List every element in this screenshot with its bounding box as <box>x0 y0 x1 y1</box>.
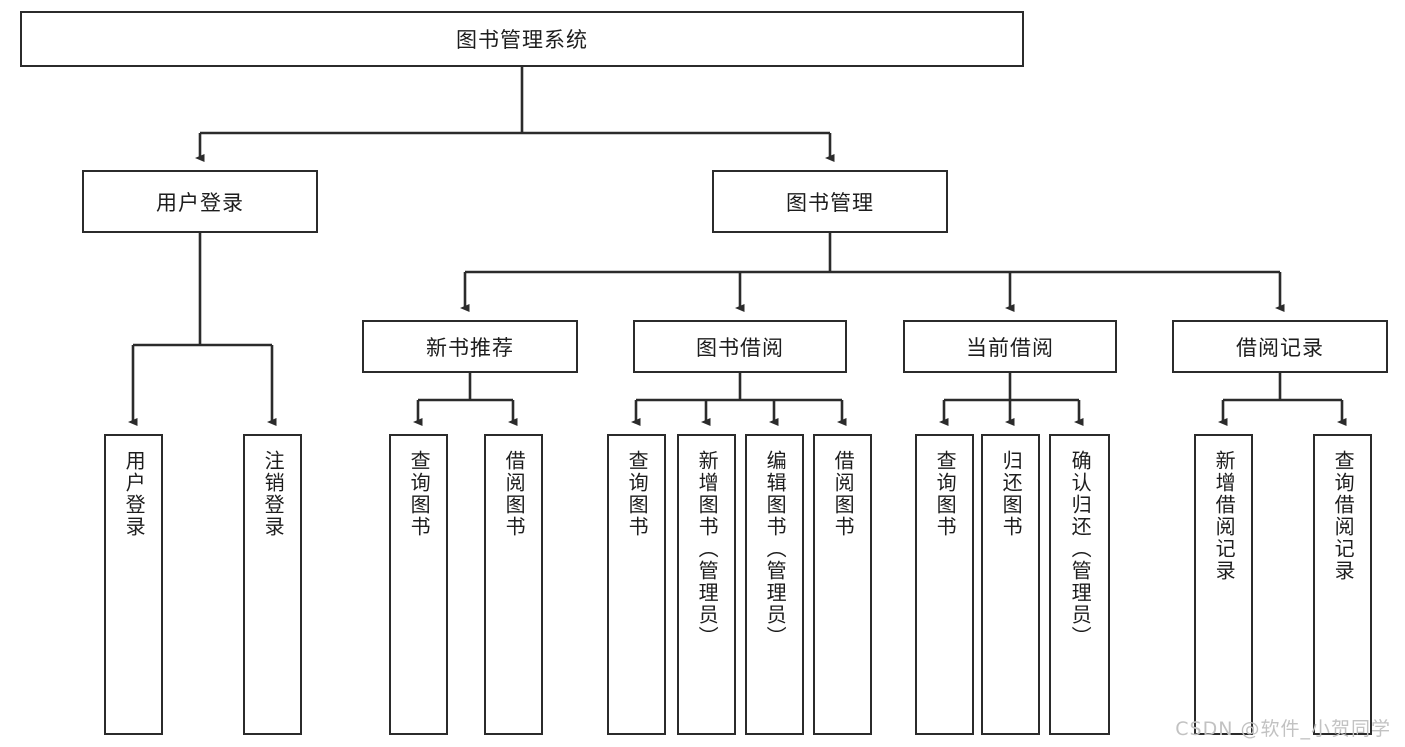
node-new-book-recommendation[interactable]: 新书推荐 <box>362 320 578 373</box>
node-label: 注销登录 <box>261 450 286 538</box>
node-label: 借阅图书 <box>831 450 856 538</box>
leaf-edit-book-admin[interactable]: 编辑图书（管理员） <box>745 434 804 735</box>
leaf-logout[interactable]: 注销登录 <box>243 434 302 735</box>
node-label: 新增借阅记录 <box>1212 450 1237 582</box>
leaf-query-books-current[interactable]: 查询图书 <box>915 434 974 735</box>
node-label: 查询图书 <box>625 450 650 538</box>
node-label: 借阅记录 <box>1236 335 1324 360</box>
node-label: 新书推荐 <box>426 335 514 360</box>
leaf-borrow-books-borrowing[interactable]: 借阅图书 <box>813 434 872 735</box>
leaf-query-borrowing-record[interactable]: 查询借阅记录 <box>1313 434 1372 735</box>
node-label: 确认归还（管理员） <box>1068 450 1093 648</box>
node-label: 新增图书（管理员） <box>695 450 720 648</box>
csdn-watermark: CSDN @软件_小贺同学 <box>1175 718 1391 740</box>
node-label: 用户登录 <box>122 450 147 538</box>
node-book-borrowing[interactable]: 图书借阅 <box>633 320 847 373</box>
leaf-query-books-borrowing[interactable]: 查询图书 <box>607 434 666 735</box>
node-label: 当前借阅 <box>966 335 1054 360</box>
node-label: 编辑图书（管理员） <box>763 450 788 648</box>
node-label: 查询借阅记录 <box>1331 450 1356 582</box>
leaf-add-book-admin[interactable]: 新增图书（管理员） <box>677 434 736 735</box>
node-book-management[interactable]: 图书管理 <box>712 170 948 233</box>
leaf-confirm-return-admin[interactable]: 确认归还（管理员） <box>1049 434 1110 735</box>
leaf-borrow-books-recommendation[interactable]: 借阅图书 <box>484 434 543 735</box>
leaf-user-login[interactable]: 用户登录 <box>104 434 163 735</box>
leaf-return-books[interactable]: 归还图书 <box>981 434 1040 735</box>
node-label: 借阅图书 <box>502 450 527 538</box>
leaf-query-books-recommendation[interactable]: 查询图书 <box>389 434 448 735</box>
node-root-book-management-system[interactable]: 图书管理系统 <box>20 11 1024 67</box>
leaf-add-borrowing-record[interactable]: 新增借阅记录 <box>1194 434 1253 735</box>
node-user-login[interactable]: 用户登录 <box>82 170 318 233</box>
node-current-borrowing[interactable]: 当前借阅 <box>903 320 1117 373</box>
node-label: 图书管理 <box>786 190 874 215</box>
node-label: 图书管理系统 <box>456 28 588 52</box>
node-label: 用户登录 <box>156 190 244 215</box>
node-label: 图书借阅 <box>696 335 784 360</box>
node-label: 归还图书 <box>999 450 1024 538</box>
node-label: 查询图书 <box>407 450 432 538</box>
node-borrowing-records[interactable]: 借阅记录 <box>1172 320 1388 373</box>
node-label: 查询图书 <box>933 450 958 538</box>
